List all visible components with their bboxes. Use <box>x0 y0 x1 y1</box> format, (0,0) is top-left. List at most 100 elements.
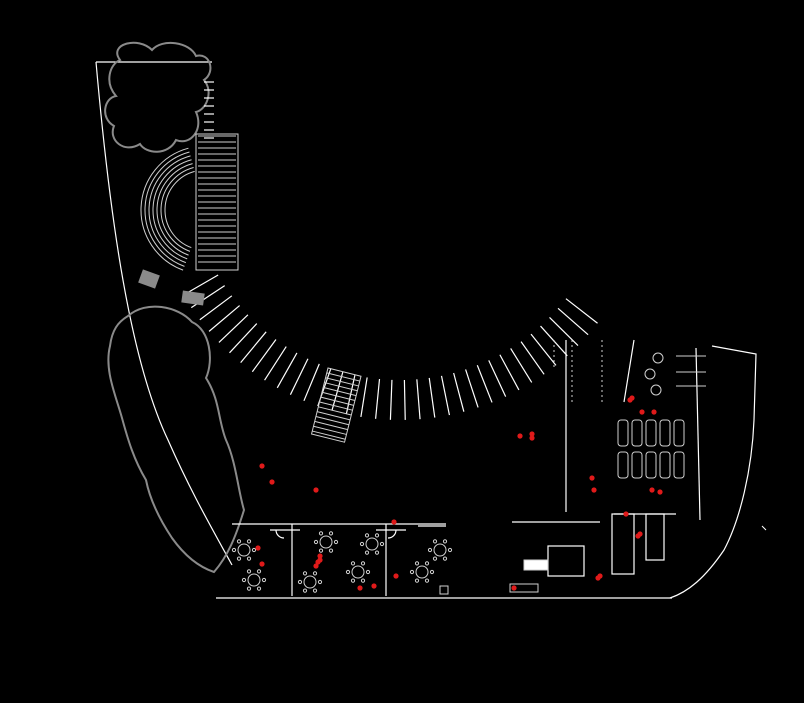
dining-table <box>617 419 629 447</box>
chair <box>302 588 308 593</box>
tree-south-icon <box>107 305 246 574</box>
interior-walls <box>232 339 701 596</box>
chair <box>350 561 356 566</box>
red-marker <box>657 489 663 495</box>
stair-central-icon <box>310 367 362 443</box>
chair <box>236 539 242 544</box>
seat-row <box>156 163 193 256</box>
chair <box>261 577 267 583</box>
chair <box>424 561 430 566</box>
red-marker <box>517 433 523 439</box>
fin <box>199 295 233 321</box>
service-counter <box>523 559 549 571</box>
chair <box>317 579 323 585</box>
red-marker <box>259 561 265 567</box>
red-markers <box>255 395 663 591</box>
kitchen-island <box>611 513 635 575</box>
stairs <box>138 269 362 443</box>
red-marker <box>511 585 517 591</box>
fin <box>208 305 240 332</box>
chair <box>333 539 339 545</box>
chair <box>364 550 370 555</box>
fin <box>499 354 520 391</box>
tread <box>324 382 358 392</box>
chair <box>246 556 252 561</box>
chair <box>246 569 252 574</box>
chair <box>318 531 324 536</box>
chair <box>365 569 371 575</box>
chair <box>256 586 262 591</box>
chair <box>432 556 438 561</box>
door-swing-2 <box>376 529 406 539</box>
fin <box>218 314 249 343</box>
chair <box>409 569 415 575</box>
round-table <box>351 565 365 579</box>
fin <box>264 346 287 381</box>
round-table <box>247 573 261 587</box>
amphitheater-seating <box>140 133 239 271</box>
seat-row <box>152 159 192 260</box>
counter <box>547 545 585 577</box>
tread <box>326 372 360 382</box>
chair <box>432 539 438 544</box>
red-marker <box>391 519 397 525</box>
red-marker <box>393 573 399 579</box>
dining-table <box>617 451 629 479</box>
fin <box>375 378 381 419</box>
dining-tables <box>617 419 685 479</box>
chair <box>231 547 237 553</box>
tread <box>312 430 346 440</box>
tread <box>313 425 347 435</box>
chair <box>442 539 448 544</box>
dining-table <box>631 451 643 479</box>
red-marker <box>529 435 535 441</box>
planter-box-1 <box>138 269 160 289</box>
chair <box>429 569 435 575</box>
fin <box>251 339 277 373</box>
chair <box>447 547 453 553</box>
fin <box>476 365 493 403</box>
round-table <box>415 565 429 579</box>
red-marker <box>649 487 655 493</box>
dining-table <box>659 451 671 479</box>
chair <box>297 579 303 585</box>
vegetation <box>104 41 246 574</box>
chair <box>442 556 448 561</box>
round-table <box>319 535 333 549</box>
red-marker <box>597 573 603 579</box>
tread <box>315 416 350 426</box>
fin <box>510 348 533 383</box>
chair <box>312 571 318 576</box>
round-table <box>237 543 251 557</box>
chair <box>350 578 356 583</box>
chair <box>241 577 247 583</box>
red-marker <box>639 409 645 415</box>
fin <box>465 369 479 408</box>
kitchen-island-2 <box>645 513 665 561</box>
seat-row <box>164 170 195 249</box>
tier-block <box>195 133 239 271</box>
chair <box>379 541 385 547</box>
chair <box>374 533 380 538</box>
chair <box>246 539 252 544</box>
chair <box>313 539 319 545</box>
red-marker <box>627 397 633 403</box>
red-marker <box>317 553 323 559</box>
fin <box>440 375 451 416</box>
dining-table <box>673 419 685 447</box>
fin <box>403 379 406 420</box>
fin <box>530 333 557 366</box>
fin <box>565 298 598 324</box>
round-tables <box>231 531 453 593</box>
chair <box>328 548 334 553</box>
seat-row <box>148 155 191 264</box>
red-marker <box>623 511 629 517</box>
chair <box>302 571 308 576</box>
red-marker <box>315 559 321 565</box>
fin <box>428 377 436 418</box>
seat-row <box>140 147 189 271</box>
round-table <box>365 537 379 551</box>
chair <box>318 548 324 553</box>
red-marker <box>259 463 265 469</box>
tread <box>319 401 353 411</box>
